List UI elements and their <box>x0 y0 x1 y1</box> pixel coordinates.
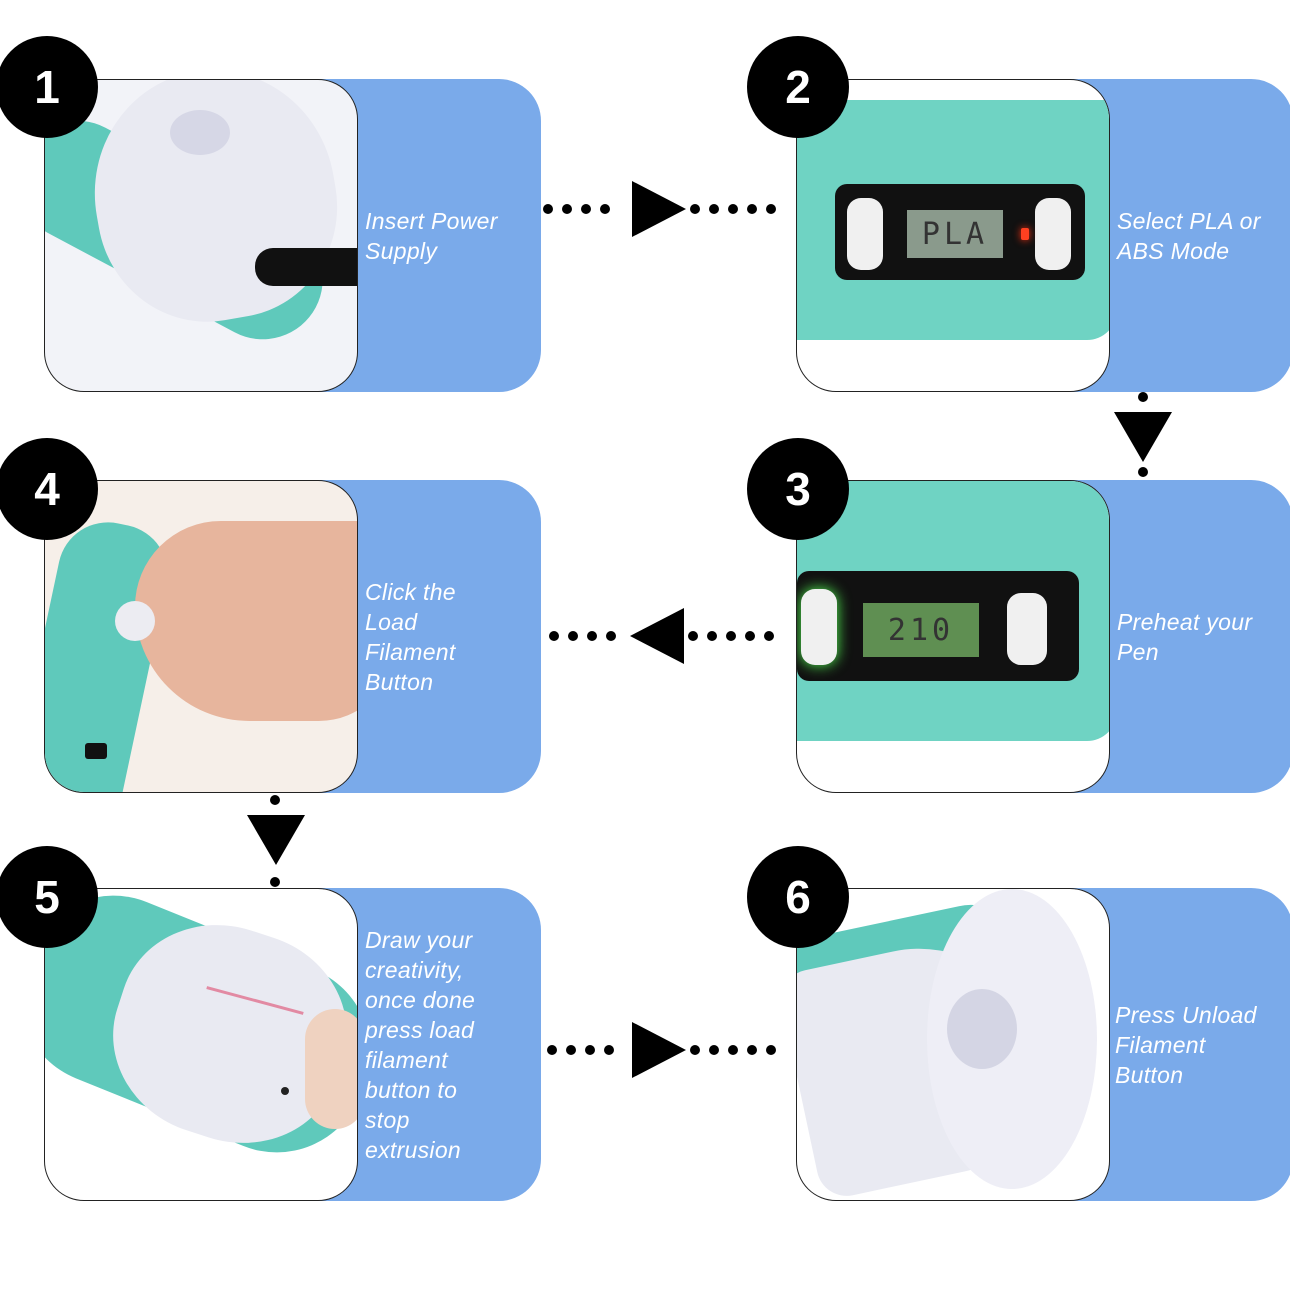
arrow-right-icon <box>632 1022 686 1078</box>
label-line: extrusion <box>365 1136 462 1163</box>
connector-dots <box>688 631 774 641</box>
label-line: Click the <box>365 578 456 605</box>
connector-dot <box>1138 392 1148 402</box>
step-badge-2: 2 <box>747 36 849 138</box>
label-line: Pen <box>1117 638 1159 665</box>
connector-dots <box>690 1045 776 1055</box>
label-line: Button <box>1115 1061 1184 1088</box>
label-line: button to <box>365 1076 458 1103</box>
label-line: filament <box>365 1046 448 1073</box>
label-line: creativity, <box>365 956 464 983</box>
label-line: Press Unload <box>1115 1001 1257 1028</box>
connector-dots <box>543 204 610 214</box>
label-line: Preheat your <box>1117 608 1253 635</box>
label-line: ABS Mode <box>1117 237 1230 264</box>
step-badge-4: 4 <box>0 438 98 540</box>
step-badge-1: 1 <box>0 36 98 138</box>
label-line: Select PLA or <box>1117 207 1261 234</box>
step-5-photo <box>44 888 358 1201</box>
label-line: Button <box>365 668 434 695</box>
arrow-down-icon <box>247 815 305 865</box>
lcd-display: PLA <box>907 210 1003 258</box>
step-3-photo: 210 <box>796 480 1110 793</box>
lcd-display: 210 <box>863 603 979 657</box>
label-line: stop <box>365 1106 410 1133</box>
step-5-card: Draw your creativity, once done press load f… <box>44 888 541 1201</box>
step-4-photo <box>44 480 358 793</box>
connector-dots <box>549 631 616 641</box>
step-2-label: Select PLA or ABS Mode <box>1117 79 1289 392</box>
label-line: Filament <box>365 638 456 665</box>
arrow-down-icon <box>1114 412 1172 462</box>
label-line: Filament <box>1115 1031 1206 1058</box>
step-1-photo <box>44 79 358 392</box>
connector-dot <box>270 877 280 887</box>
label-line: Load <box>365 608 418 635</box>
step-2-card: PLA Select PLA or ABS Mode <box>796 79 1290 392</box>
step-6-photo <box>796 888 1110 1201</box>
label-line: Draw your <box>365 926 473 953</box>
label-line: Supply <box>365 237 438 264</box>
arrow-right-icon <box>632 181 686 237</box>
connector-dots <box>547 1045 614 1055</box>
step-2-photo: PLA <box>796 79 1110 392</box>
connector-dot <box>270 795 280 805</box>
label-line: press load <box>365 1016 475 1043</box>
label-line: Insert Power <box>365 207 498 234</box>
connector-dots <box>690 204 776 214</box>
step-badge-6: 6 <box>747 846 849 948</box>
label-line: once done <box>365 986 476 1013</box>
arrow-left-icon <box>630 608 684 664</box>
step-badge-5: 5 <box>0 846 98 948</box>
connector-dot <box>1138 467 1148 477</box>
step-badge-3: 3 <box>747 438 849 540</box>
power-cable <box>255 248 357 286</box>
step-5-label: Draw your creativity, once done press load f… <box>365 888 537 1201</box>
